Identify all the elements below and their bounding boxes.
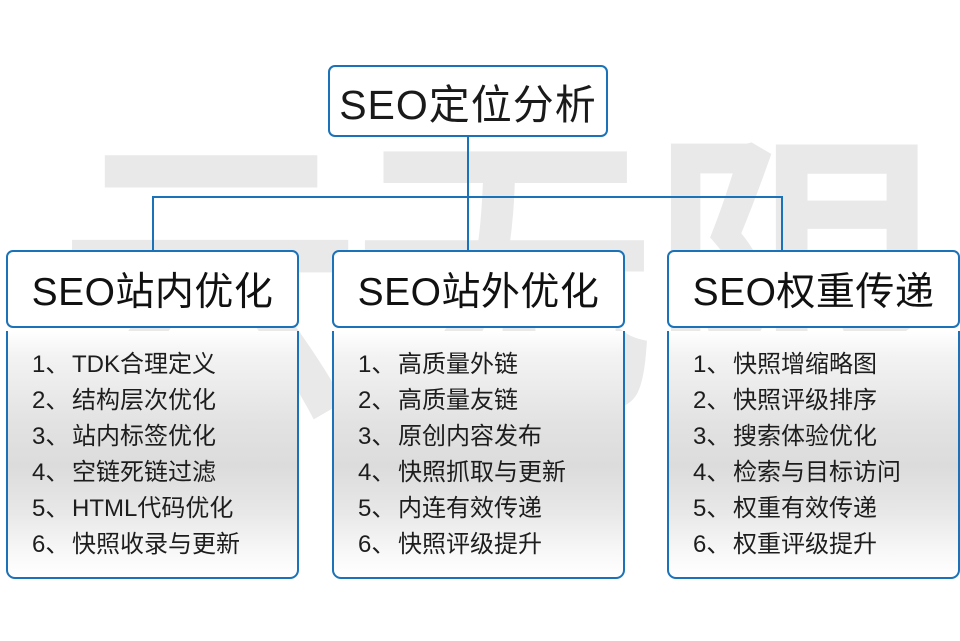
column-header-label-3: SEO权重传递 xyxy=(692,271,935,314)
list-item[interactable]: 3、站内标签优化 xyxy=(32,419,297,455)
list-item[interactable]: 2、结构层次优化 xyxy=(32,383,297,419)
column-header-2[interactable]: SEO站外优化 xyxy=(332,250,625,328)
column-seo-offsite: SEO站外优化 1、高质量外链 2、高质量友链 3、原创内容发布 4、快照抓取与… xyxy=(332,250,625,579)
item-number: 3、 xyxy=(358,423,396,450)
item-label: 快照增缩略图 xyxy=(733,351,877,378)
item-label: 快照评级提升 xyxy=(398,531,542,558)
item-list-3: 1、快照增缩略图 2、快照评级排序 3、搜索体验优化 4、检索与目标访问 5、权… xyxy=(669,347,958,563)
connector-drop-col-2 xyxy=(467,196,469,252)
item-number: 5、 xyxy=(693,495,731,522)
item-number: 4、 xyxy=(32,459,70,486)
item-number: 2、 xyxy=(358,387,396,414)
item-label: 内连有效传递 xyxy=(398,495,542,522)
item-number: 4、 xyxy=(358,459,396,486)
list-item[interactable]: 3、原创内容发布 xyxy=(358,419,623,455)
list-item[interactable]: 1、高质量外链 xyxy=(358,347,623,383)
item-number: 3、 xyxy=(32,423,70,450)
item-list-2: 1、高质量外链 2、高质量友链 3、原创内容发布 4、快照抓取与更新 5、内连有… xyxy=(334,347,623,563)
item-label: 高质量外链 xyxy=(398,351,518,378)
item-label: 高质量友链 xyxy=(398,387,518,414)
item-number: 6、 xyxy=(358,531,396,558)
item-number: 6、 xyxy=(32,531,70,558)
item-label: 快照抓取与更新 xyxy=(398,459,566,486)
column-seo-onsite: SEO站内优化 1、TDK合理定义 2、结构层次优化 3、站内标签优化 4、空链… xyxy=(6,250,299,579)
column-header-label-2: SEO站外优化 xyxy=(357,271,600,314)
root-node-label: SEO定位分析 xyxy=(339,82,597,128)
item-label: 权重评级提升 xyxy=(733,531,877,558)
item-list-1: 1、TDK合理定义 2、结构层次优化 3、站内标签优化 4、空链死链过滤 5、H… xyxy=(8,347,297,563)
column-seo-weight-transfer: SEO权重传递 1、快照增缩略图 2、快照评级排序 3、搜索体验优化 4、检索与… xyxy=(667,250,960,579)
connector-drop-col-3 xyxy=(781,196,783,252)
list-item[interactable]: 4、检索与目标访问 xyxy=(693,455,958,491)
item-label: 权重有效传递 xyxy=(733,495,877,522)
item-number: 3、 xyxy=(693,423,731,450)
item-number: 6、 xyxy=(693,531,731,558)
item-label: TDK合理定义 xyxy=(72,351,216,378)
column-header-1[interactable]: SEO站内优化 xyxy=(6,250,299,328)
item-number: 4、 xyxy=(693,459,731,486)
item-number: 1、 xyxy=(32,351,70,378)
list-item[interactable]: 1、TDK合理定义 xyxy=(32,347,297,383)
list-item[interactable]: 3、搜索体验优化 xyxy=(693,419,958,455)
item-label: 快照收录与更新 xyxy=(72,531,240,558)
list-item[interactable]: 1、快照增缩略图 xyxy=(693,347,958,383)
item-number: 5、 xyxy=(32,495,70,522)
item-number: 5、 xyxy=(358,495,396,522)
item-label: 站内标签优化 xyxy=(72,423,216,450)
column-body-3: 1、快照增缩略图 2、快照评级排序 3、搜索体验优化 4、检索与目标访问 5、权… xyxy=(667,331,960,579)
list-item[interactable]: 2、快照评级排序 xyxy=(693,383,958,419)
item-number: 1、 xyxy=(358,351,396,378)
root-node[interactable]: SEO定位分析 xyxy=(328,65,608,137)
list-item[interactable]: 4、快照抓取与更新 xyxy=(358,455,623,491)
item-number: 2、 xyxy=(32,387,70,414)
item-number: 1、 xyxy=(693,351,731,378)
column-body-2: 1、高质量外链 2、高质量友链 3、原创内容发布 4、快照抓取与更新 5、内连有… xyxy=(332,331,625,579)
list-item[interactable]: 6、快照评级提升 xyxy=(358,527,623,563)
column-header-3[interactable]: SEO权重传递 xyxy=(667,250,960,328)
list-item[interactable]: 5、HTML代码优化 xyxy=(32,491,297,527)
connector-drop-col-1 xyxy=(152,196,154,252)
item-label: HTML代码优化 xyxy=(72,495,234,522)
item-label: 空链死链过滤 xyxy=(72,459,216,486)
item-label: 检索与目标访问 xyxy=(733,459,901,486)
list-item[interactable]: 5、内连有效传递 xyxy=(358,491,623,527)
item-label: 快照评级排序 xyxy=(733,387,877,414)
list-item[interactable]: 5、权重有效传递 xyxy=(693,491,958,527)
column-body-1: 1、TDK合理定义 2、结构层次优化 3、站内标签优化 4、空链死链过滤 5、H… xyxy=(6,331,299,579)
list-item[interactable]: 4、空链死链过滤 xyxy=(32,455,297,491)
column-header-label-1: SEO站内优化 xyxy=(31,271,274,314)
item-number: 2、 xyxy=(693,387,731,414)
connector-root-stem xyxy=(467,137,469,197)
item-label: 结构层次优化 xyxy=(72,387,216,414)
list-item[interactable]: 2、高质量友链 xyxy=(358,383,623,419)
item-label: 原创内容发布 xyxy=(398,423,542,450)
item-label: 搜索体验优化 xyxy=(733,423,877,450)
list-item[interactable]: 6、快照收录与更新 xyxy=(32,527,297,563)
list-item[interactable]: 6、权重评级提升 xyxy=(693,527,958,563)
